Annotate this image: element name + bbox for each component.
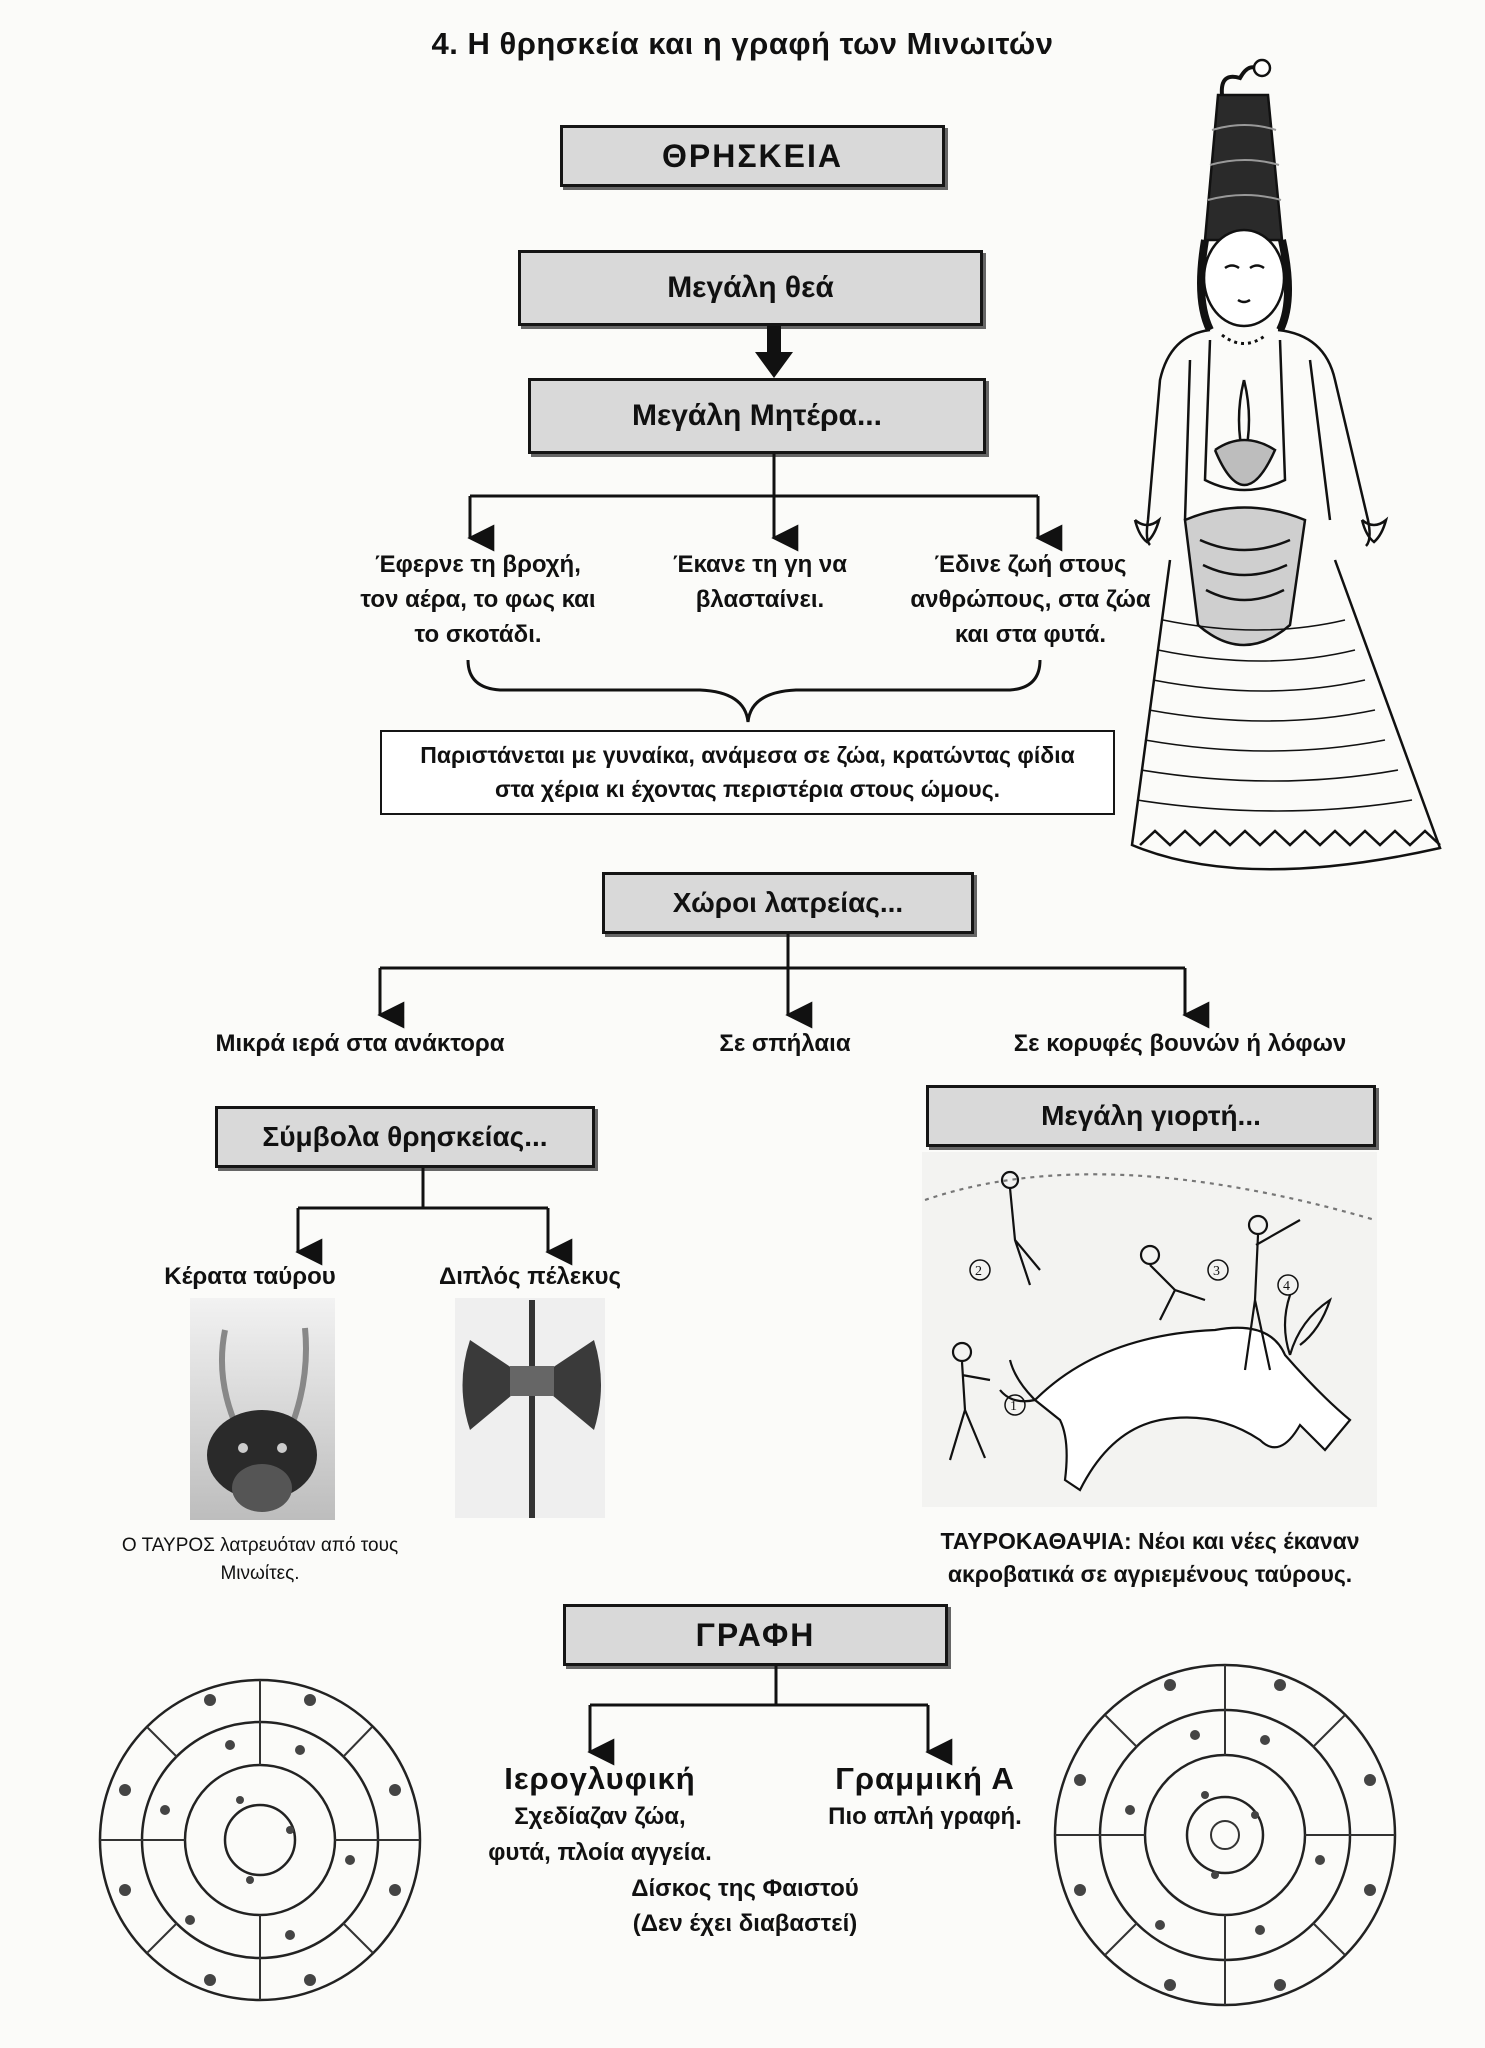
hieroglyphic-desc-line1: Σχεδίαζαν ζώα,: [514, 1803, 686, 1830]
worship-place-peaks: Σε κορυφές βουνών ή λόφων: [1013, 1030, 1347, 1057]
linear-a-desc: Πιο απλή γραφή.: [828, 1803, 1022, 1830]
fresco-label-2: 2: [975, 1264, 982, 1279]
bull-caption-line2: Μινωίτες.: [220, 1563, 300, 1584]
page-title: 4. Η θρησκεία και η γραφή των Μινωιτών: [431, 26, 1054, 61]
double-axe-label: Διπλός πέλεκυς: [438, 1263, 622, 1290]
role-weather: Έφερνε τη βροχή, τον αέρα, το φως και το…: [360, 551, 596, 648]
bull-caption-line1: Ο ΤΑΥΡΟΣ λατρευόταν από τους: [121, 1535, 399, 1556]
fresco-label-1: 1: [1010, 1399, 1017, 1414]
phaistos-disc-label: Δίσκος της Φαιστού: [631, 1875, 859, 1902]
hieroglyphic-title: Ιερογλυφική: [504, 1761, 696, 1796]
role-life: Έδινε ζωή στους ανθρώπους, στα ζώα και σ…: [910, 551, 1151, 648]
writing-header: ΓΡΑΦΗ: [563, 1604, 948, 1666]
hieroglyphic-desc-line2: φυτά, πλοία αγγεία.: [488, 1839, 712, 1866]
worship-header: Χώροι λατρείας...: [602, 872, 974, 934]
festival-caption-line1: ΤΑΥΡΟΚΑΘΑΨΙΑ: Νέοι και νέες έκαναν: [940, 1528, 1360, 1554]
symbols-header: Σύμβολα θρησκείας...: [215, 1106, 595, 1168]
religion-header: ΘΡΗΣΚΕΙΑ: [560, 125, 945, 187]
depiction-box: Παριστάνεται με γυναίκα, ανάμεσα σε ζώα,…: [380, 730, 1115, 815]
festival-caption-line2: ακροβατικά σε αγριεμένους ταύρους.: [947, 1561, 1353, 1587]
worship-place-caves: Σε σπήλαια: [719, 1030, 851, 1057]
fresco-label-3: 3: [1213, 1264, 1220, 1279]
fresco-label-4: 4: [1283, 1279, 1290, 1294]
festival-header: Μεγάλη γιορτή...: [926, 1085, 1376, 1147]
great-goddess-box: Μεγάλη θεά: [518, 250, 983, 326]
bull-horns-label: Κέρατα ταύρου: [164, 1263, 336, 1290]
worship-place-palaces: Μικρά ιερά στα ανάκτορα: [215, 1030, 505, 1057]
linear-a-title: Γραμμική Α: [835, 1761, 1015, 1796]
role-earth: Έκανε τη γη να βλασταίνει.: [672, 551, 848, 613]
great-mother-box: Μεγάλη Μητέρα...: [528, 378, 986, 454]
phaistos-disc-note: (Δεν έχει διαβαστεί): [632, 1910, 858, 1937]
